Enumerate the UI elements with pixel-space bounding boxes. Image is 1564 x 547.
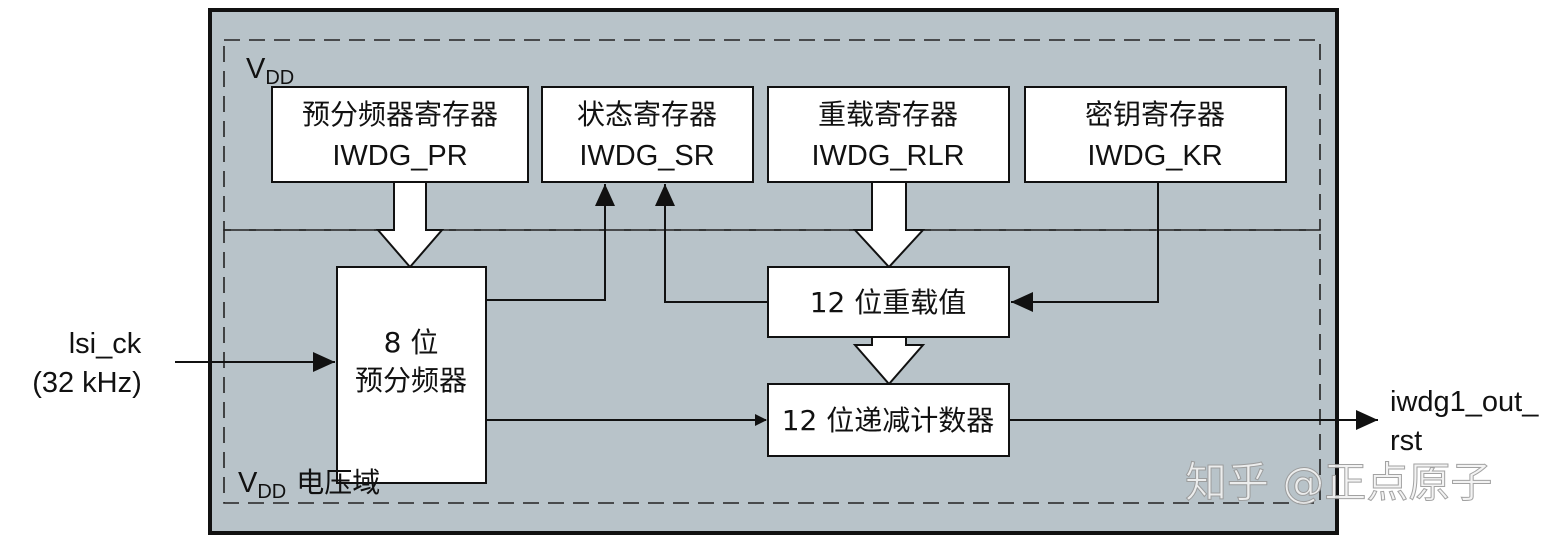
reload-value-block: 12 位重载值 — [767, 266, 1010, 338]
down-counter-block: 12 位递减计数器 — [767, 383, 1010, 457]
watermark: 知乎 @正点原子 — [1185, 458, 1492, 507]
prescaler-label-1: 8 位 — [384, 326, 439, 359]
register-key: 密钥寄存器 IWDG_KR — [1024, 86, 1287, 183]
down-counter-label: 12 位递减计数器 — [782, 404, 995, 437]
output-signal-label-2: rst — [1390, 425, 1422, 457]
vdd-label: VDD — [246, 53, 294, 89]
register-name: 密钥寄存器 — [1085, 98, 1225, 131]
register-id: IWDG_SR — [579, 140, 714, 172]
reload-to-status-arrow — [655, 184, 768, 303]
register-prescaler: 预分频器寄存器 IWDG_PR — [271, 86, 529, 183]
register-id: IWDG_PR — [332, 140, 467, 172]
input-frequency-label: (32 kHz) — [32, 367, 142, 399]
vdd-domain-region — [223, 39, 1321, 231]
prescaler-to-status-arrow — [486, 184, 615, 301]
prescaler-block: 8 位 预分频器 — [336, 266, 487, 484]
vdd-voltage-domain-region — [223, 229, 1321, 504]
register-reload: 重载寄存器 IWDG_RLR — [767, 86, 1010, 183]
register-id: IWDG_RLR — [811, 140, 964, 172]
prescaler-label-2: 预分频器 — [355, 364, 467, 397]
input-signal-label: lsi_ck — [69, 328, 142, 360]
register-id: IWDG_KR — [1087, 140, 1222, 172]
key-to-reload-arrow — [1011, 182, 1159, 312]
register-status: 状态寄存器 IWDG_SR — [541, 86, 754, 183]
register-name: 重载寄存器 — [818, 98, 958, 131]
prescaler-reg-hollow-arrow — [375, 181, 445, 269]
register-name: 预分频器寄存器 — [302, 98, 498, 131]
output-signal-label-1: iwdg1_out_ — [1390, 386, 1539, 418]
register-name: 状态寄存器 — [577, 98, 717, 131]
reload-to-counter-hollow-arrow — [852, 336, 926, 386]
reload-reg-hollow-arrow — [852, 181, 926, 269]
reload-value-label: 12 位重载值 — [810, 286, 967, 319]
